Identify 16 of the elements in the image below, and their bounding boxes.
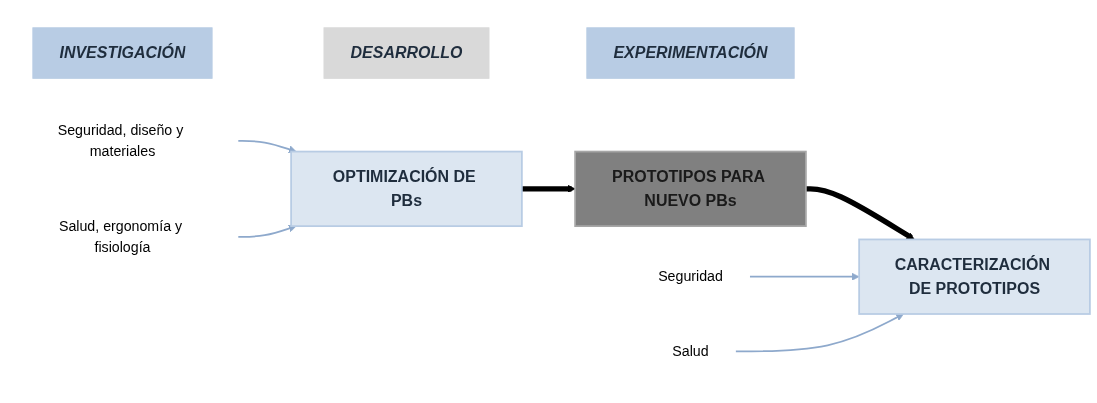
node-text: Seguridad, diseño y materiales — [57, 122, 184, 159]
arrow — [805, 186, 915, 240]
node-box: DESARROLLO — [323, 27, 490, 79]
node-text: Salud, ergonomía y fisiología — [58, 218, 183, 255]
arrow — [521, 184, 576, 193]
arrow — [734, 313, 904, 353]
arrow — [236, 224, 297, 238]
node-text: Salud — [672, 343, 709, 359]
node-box: CARACTERIZACIÓN DE PROTOTIPOS — [858, 238, 1091, 315]
node-box: INVESTIGACIÓN — [32, 27, 213, 79]
node-box: PROTOTIPOS PARA NUEVO PBs — [574, 150, 807, 227]
node-text: Seguridad — [658, 268, 723, 284]
arrow — [236, 140, 297, 153]
arrow — [748, 272, 860, 281]
node-box: EXPERIMENTACIÓN — [586, 27, 795, 79]
node-box: OPTIMIZACIÓN DE PBs — [290, 150, 523, 227]
